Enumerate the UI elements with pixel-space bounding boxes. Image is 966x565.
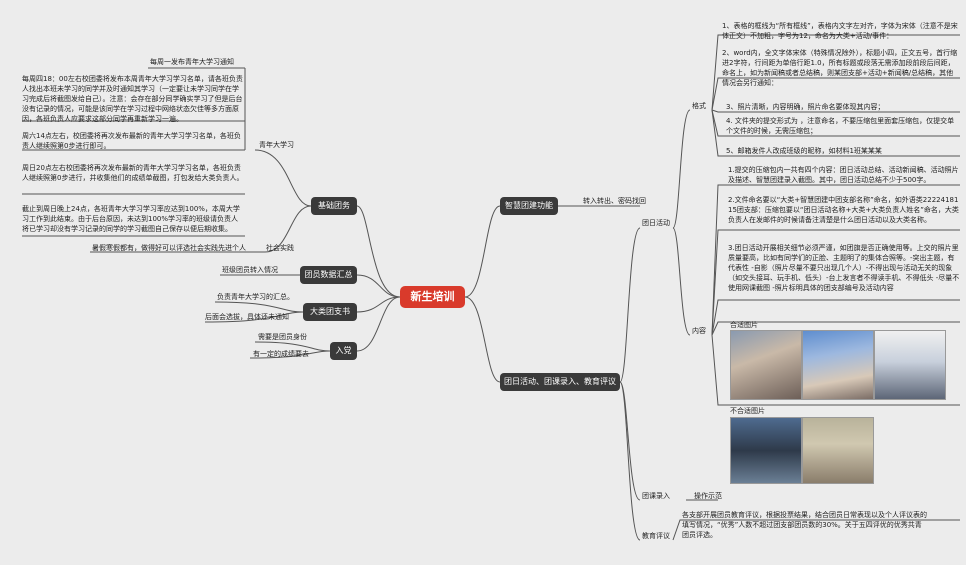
qingnian-daxuexi-label: 青年大学习 [259, 141, 294, 149]
geshi-label: 格式 [692, 102, 706, 110]
good-photo-2 [802, 330, 874, 400]
rudang-item-2: 有一定的成绩要去 [253, 350, 309, 358]
zhihui-item-1: 转入转出、密码找回 [583, 197, 646, 205]
branch-dalei-tuanzhishu[interactable]: 大类团支书 [303, 303, 357, 321]
tuanyuan-item-1: 班级团员转入情况 [222, 266, 278, 274]
bad-photo-1 [730, 417, 802, 484]
root-node[interactable]: 新生培训 [400, 286, 465, 308]
bad-photos-label: 不合适图片 [730, 407, 765, 415]
tuanri-huodong-label: 团日活动 [642, 219, 670, 227]
branch-tuanyuan-shuju[interactable]: 团员数据汇总 [300, 266, 357, 284]
qingnian-item-3: 周六14点左右，校团委将再次发布最新的青年大学习学习名单，各班负责人继续照第0步… [22, 132, 241, 150]
jiaoyu-item-1: 各支部开展团员教育评议，根据投票结果，结合团员日常表现以及个人评议表的填写情况，… [682, 511, 927, 539]
qingnian-item-4: 周日20点左右校团委将再次发布最新的青年大学习学习名单，各班负责人继续照第0步进… [22, 164, 244, 182]
neirong-item-3: 3.团日活动开展相关细节必须严谨，如团旗是否正确使用等。上交的照片里质量要高，比… [728, 244, 960, 292]
shehui-shijian-label: 社会实践 [266, 244, 294, 252]
branch-tuanri-tuanke-jiaoyu[interactable]: 团日活动、团课录入、教育评议 [500, 373, 620, 391]
qingnian-item-5: 截止到周日晚上24点，各班青年大学习学习率应达到100%，本周大学习工作到此结束… [22, 205, 240, 233]
dalei-item-1: 负责青年大学习的汇总。 [217, 293, 294, 301]
qingnian-item-2: 每周四18：00左右校团委将发布本周青年大学习学习名单，请各班负责人找出本班未学… [22, 75, 243, 123]
neirong-item-1: 1.提交的压缩包内一共有四个内容：团日活动总结、活动新闻稿、活动照片及描述、智慧… [728, 166, 959, 184]
good-photos-label: 合适图片 [730, 321, 758, 329]
tuanke-luru-label: 团课录入 [642, 492, 670, 500]
branch-rudang[interactable]: 入党 [330, 342, 357, 360]
tuanke-item-1: 操作示范 [694, 492, 722, 500]
geshi-item-3: 3、照片清晰，内容明确，照片命名要体现其内容； [726, 103, 885, 111]
geshi-item-1: 1、表格的框线为“所有框线”，表格内文字左对齐，字体为宋体（注意不是宋体正文）不… [722, 22, 958, 40]
good-photo-3 [874, 330, 946, 400]
qingnian-item-1: 每周一发布青年大学习通知 [150, 58, 234, 66]
geshi-item-4: 4. 文件夹的提交形式为 ，注意命名，不要压缩包里面套压缩包，仅提交单个文件的时… [726, 117, 955, 135]
branch-jichu-tuanwu[interactable]: 基础团务 [311, 197, 357, 215]
dalei-item-2: 后面会选拔，具体还未通知 [205, 313, 289, 321]
shehui-item-1: 暑假寒假都有，做得好可以评选社会实践先进个人 [92, 244, 246, 252]
neirong-label: 内容 [692, 327, 706, 335]
rudang-item-1: 需要是团员身份 [258, 333, 307, 341]
geshi-item-2: 2、word内，全文字体宋体（特殊情况除外），标题小四，正文五号，首行缩进2字符… [722, 49, 958, 87]
branch-zhihui-tuanjian[interactable]: 智慧团建功能 [500, 197, 558, 215]
neirong-item-2: 2.文件命名要以“大类+智慧团建中团支部名称”命名，如外语类2222418115… [728, 196, 959, 224]
bad-photo-2 [802, 417, 874, 484]
jiaoyu-pingyi-label: 教育评议 [642, 532, 670, 540]
geshi-item-5: 5、邮箱发件人改成班级的昵称，如材料1班某某某 [726, 147, 882, 155]
good-photo-1 [730, 330, 802, 400]
